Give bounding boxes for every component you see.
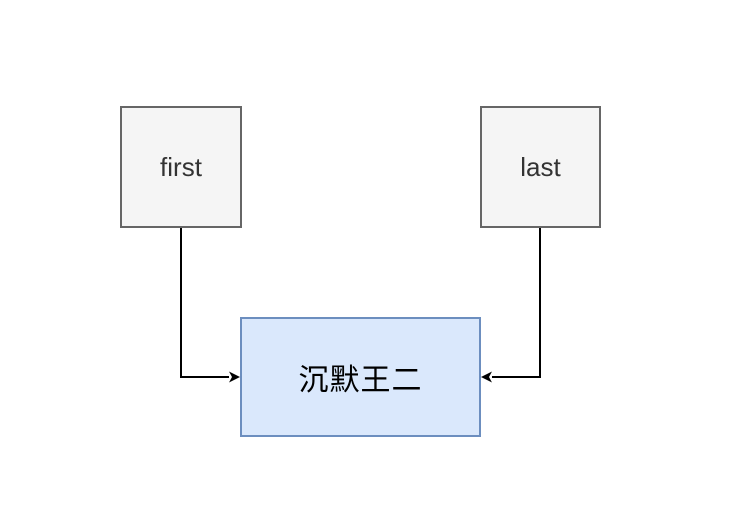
node-last-label: last: [520, 151, 561, 182]
edge-last-to-result[interactable]: [481, 228, 541, 383]
node-result-label: 沉默王二: [298, 364, 423, 397]
edge-first-to-result[interactable]: [180, 228, 240, 383]
node-first-label: first: [160, 151, 202, 182]
node-result[interactable]: 沉默王二: [240, 317, 481, 437]
node-last[interactable]: last: [480, 106, 601, 228]
node-first[interactable]: first: [120, 106, 242, 228]
